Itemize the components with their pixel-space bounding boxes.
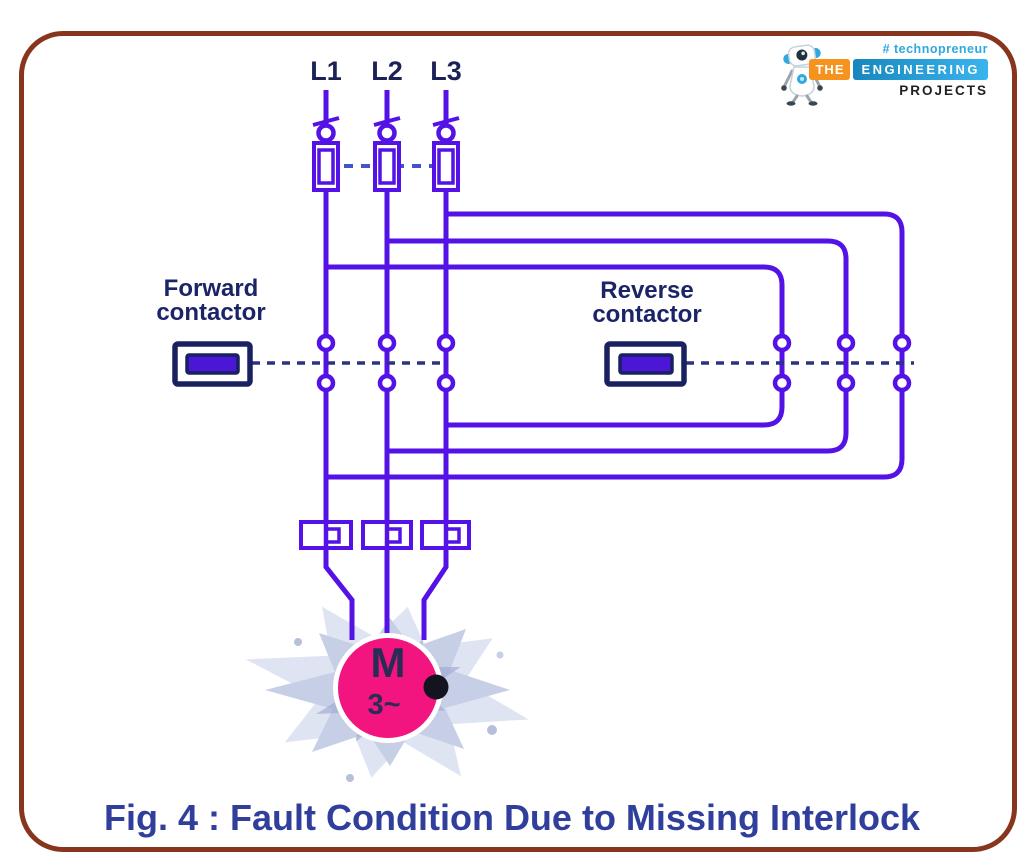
reverse-contact-point — [836, 373, 856, 393]
forward-contactor-label-line2: contactor — [156, 299, 266, 327]
overload-relay-l3 — [420, 520, 471, 550]
reverse-contactor-coil — [604, 341, 687, 387]
overload-relays — [299, 520, 471, 550]
wire-l3 — [421, 90, 449, 640]
brand-projects-label: PROJECTS — [899, 83, 988, 98]
isolator-fuse-symbols — [312, 116, 460, 192]
motor-symbol: M 3~ — [333, 633, 443, 743]
reverse-contact-point — [772, 333, 792, 353]
phase-label-l1: L1 — [310, 56, 342, 86]
overload-relay-l1 — [299, 520, 353, 550]
brand-the-badge: THE — [809, 59, 851, 80]
reverse-contact-point — [892, 333, 912, 353]
reverse-contact-point — [836, 333, 856, 353]
reverse-contactor-label-line1: Reverse — [600, 277, 694, 304]
reverse-contactor-label: Reverse contactor — [567, 277, 727, 329]
forward-contactor-coil — [172, 341, 253, 387]
figure-caption: Fig. 4 : Fault Condition Due to Missing … — [104, 797, 920, 838]
forward-contactor-label: Forward contactor — [131, 275, 291, 327]
overload-relay-l2 — [361, 520, 413, 550]
motor-letter: M — [371, 639, 406, 686]
wire-l1 — [323, 90, 355, 640]
forward-contact-point — [436, 333, 456, 353]
forward-contact-point — [377, 373, 397, 393]
forward-contactor-label-line1: Forward — [163, 275, 259, 302]
motor-type-label: 3~ — [367, 689, 400, 721]
fuse-symbol-l1 — [312, 116, 340, 192]
forward-contact-point — [377, 333, 397, 353]
brand-logo: # technopreneur THE ENGINEERING PROJECTS — [780, 42, 988, 106]
frame-border — [19, 31, 1017, 852]
fuse-symbol-l2 — [373, 116, 401, 192]
brand-engineering-badge: ENGINEERING — [853, 59, 988, 80]
phase-labels: L1 L2 L3 — [310, 56, 462, 86]
reverse-contact-point — [772, 373, 792, 393]
robot-icon — [781, 44, 823, 106]
fault-dot-icon — [423, 674, 449, 700]
forward-contact-point — [436, 373, 456, 393]
phase-label-l3: L3 — [430, 56, 462, 86]
reverse-contactor-label-line2: contactor — [592, 301, 702, 329]
brand-hashtag: # technopreneur — [882, 42, 988, 56]
contact-points — [316, 333, 912, 393]
reverse-contact-point — [892, 373, 912, 393]
fuse-symbol-l3 — [432, 116, 460, 192]
forward-contact-point — [316, 373, 336, 393]
forward-contact-point — [316, 333, 336, 353]
phase-label-l2: L2 — [371, 56, 403, 86]
